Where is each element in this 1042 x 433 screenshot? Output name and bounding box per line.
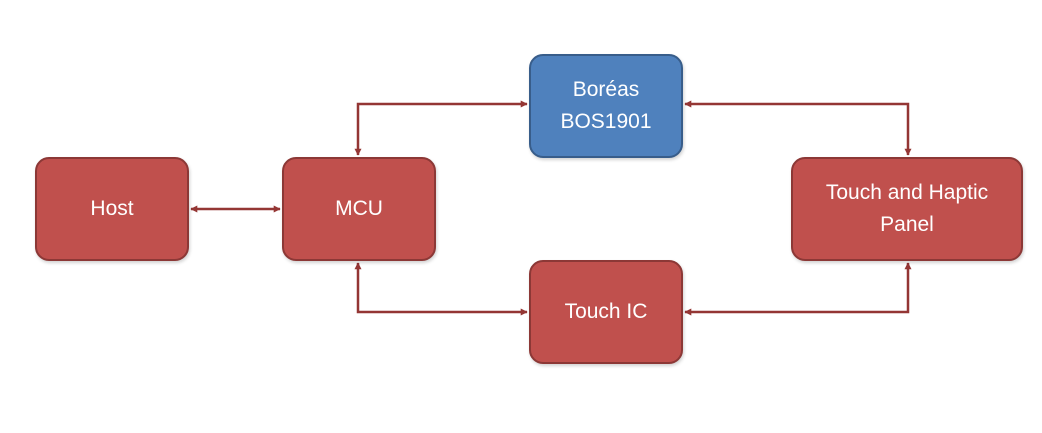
edge-mcu-touch-ic — [354, 262, 528, 316]
node-boreas-label: Boréas BOS1901 — [560, 78, 652, 133]
edge-touch-ic-panel — [684, 262, 912, 316]
node-touch-ic: Touch IC — [529, 260, 683, 364]
node-touch-ic-label: Touch IC — [564, 300, 648, 323]
edge-boreas-panel — [684, 100, 912, 156]
node-boreas-bos1901: Boréas BOS1901 — [529, 54, 683, 158]
node-panel-label: Touch and Haptic Panel — [825, 181, 989, 236]
node-host: Host — [35, 157, 189, 261]
node-mcu-label: MCU — [335, 197, 383, 220]
node-mcu: MCU — [282, 157, 436, 261]
node-touch-haptic-panel: Touch and Haptic Panel — [791, 157, 1023, 261]
node-host-label: Host — [90, 197, 134, 220]
edge-mcu-boreas — [354, 100, 528, 156]
